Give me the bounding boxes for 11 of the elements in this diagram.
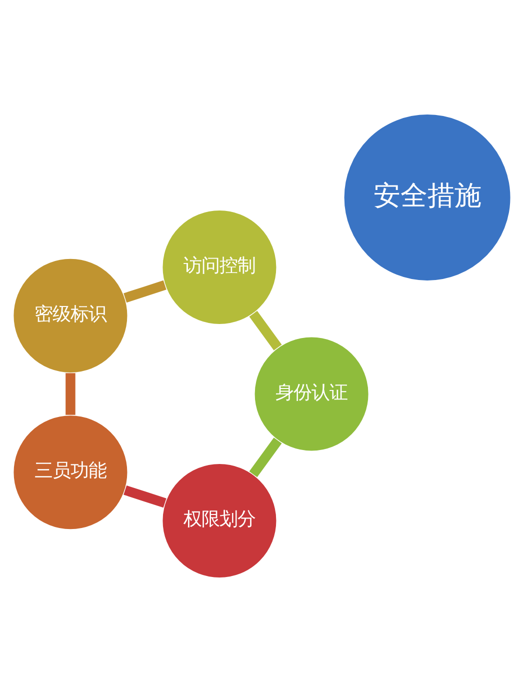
connector: [66, 373, 76, 415]
connector: [124, 280, 166, 303]
node-circle: 安全措施: [343, 113, 512, 282]
node-circle: 访问控制: [161, 209, 278, 326]
connector: [249, 310, 282, 350]
node-circle: 身份认证: [254, 336, 370, 452]
connector: [249, 438, 282, 478]
node-circle: 三员功能: [12, 414, 128, 530]
node-circle: 密级标识: [12, 258, 128, 374]
connector: [124, 485, 166, 508]
node-circle: 权限划分: [161, 462, 278, 579]
